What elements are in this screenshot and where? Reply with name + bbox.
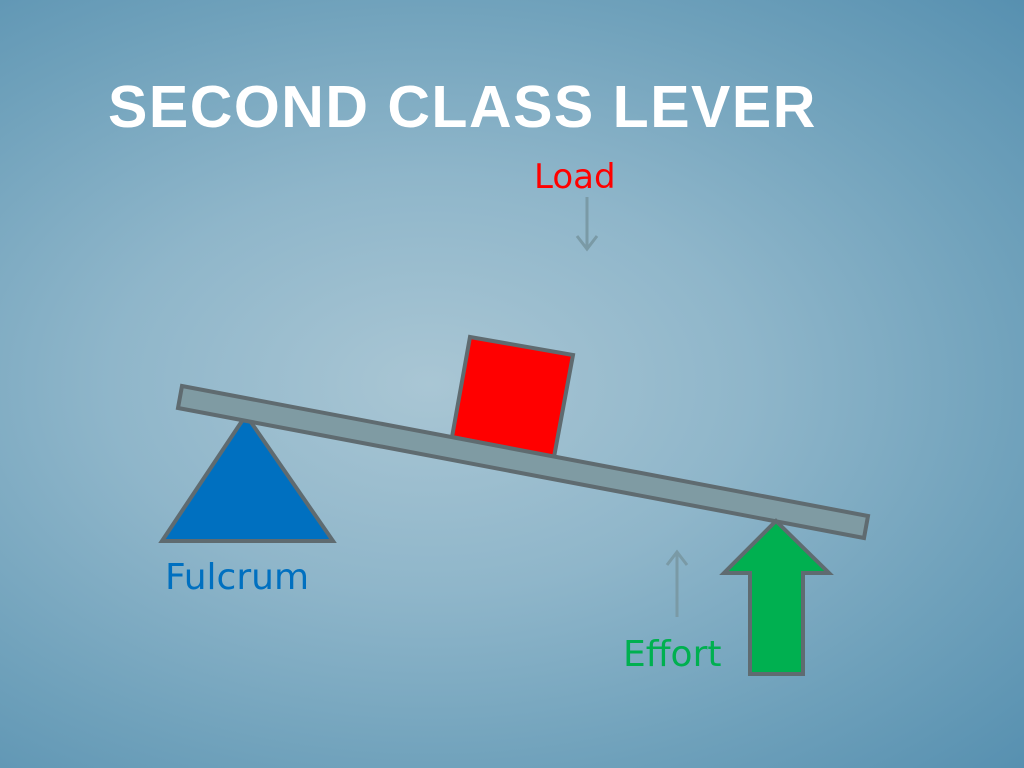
arrow-down-icon: [575, 197, 599, 252]
slide-title: SECOND CLASS LEVER: [108, 74, 817, 140]
fulcrum-label: Fulcrum: [165, 557, 309, 598]
load-label: Load: [534, 157, 616, 197]
arrow-up-icon: [665, 549, 689, 617]
effort-label: Effort: [623, 634, 722, 675]
big-arrow-up-icon: [719, 518, 834, 676]
lever-beam: [175, 383, 871, 541]
fulcrum-triangle: [158, 411, 337, 543]
